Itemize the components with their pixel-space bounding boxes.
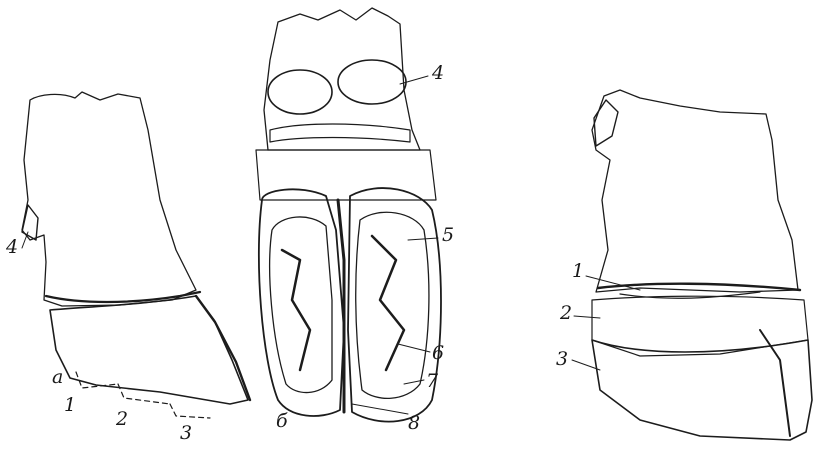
- left-label-1: 1: [64, 396, 76, 415]
- left-hoof-illustration: [22, 92, 250, 404]
- right-label-1: 1: [572, 262, 584, 281]
- left-label-4: 4: [6, 238, 18, 257]
- left-label-3: 3: [180, 424, 192, 443]
- middle-label-7: 7: [426, 372, 438, 391]
- middle-label-5: 5: [442, 226, 454, 245]
- left-segment-brackets: [76, 372, 210, 418]
- panel-letter-b: б: [276, 412, 288, 431]
- middle-label-4: 4: [432, 64, 444, 83]
- middle-hoof-illustration: [256, 8, 441, 422]
- right-leader-lines: [572, 276, 640, 370]
- panel-letter-a: а: [52, 368, 63, 387]
- right-label-2: 2: [560, 304, 572, 323]
- right-label-3: 3: [556, 350, 568, 369]
- left-label-2: 2: [116, 410, 128, 429]
- middle-leader-lines: [352, 76, 438, 414]
- middle-label-8: 8: [408, 414, 420, 433]
- right-hoof-illustration: [592, 90, 812, 440]
- middle-label-6: 6: [432, 344, 444, 363]
